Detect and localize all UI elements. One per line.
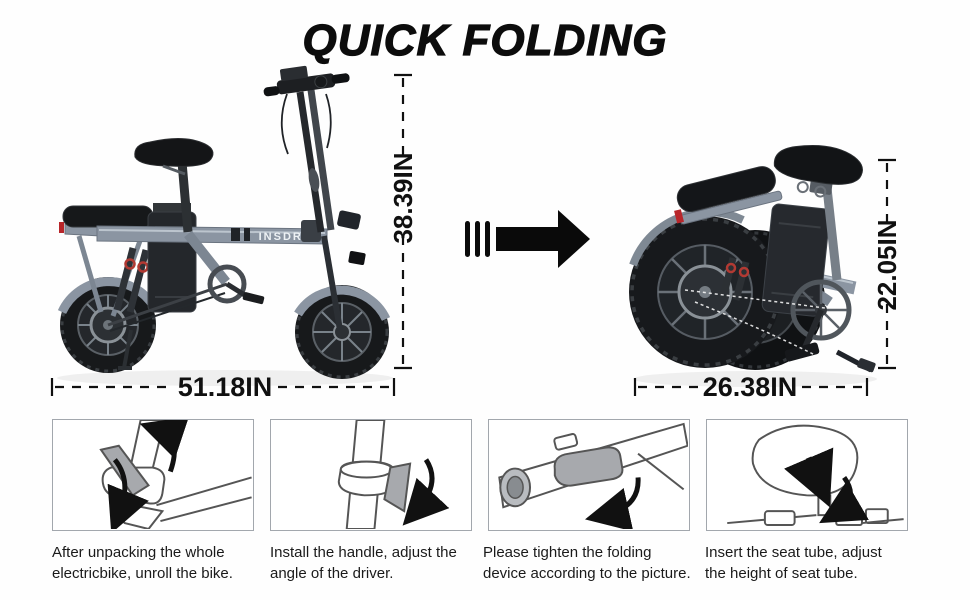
seat-tube bbox=[184, 230, 230, 286]
ground-shadow bbox=[633, 371, 877, 387]
caption-line: After unpacking the whole bbox=[52, 544, 225, 561]
fold-direction-arrow-icon bbox=[465, 210, 590, 268]
step-panel-seat-tube bbox=[706, 419, 908, 531]
rear-fender bbox=[57, 277, 158, 315]
caption-line: Insert the seat tube, adjust bbox=[705, 544, 882, 561]
kickstand bbox=[118, 329, 133, 370]
front-wheel bbox=[295, 285, 389, 379]
folded-stand bbox=[835, 349, 876, 373]
front-fork bbox=[321, 210, 366, 331]
rear-suspension bbox=[113, 247, 150, 313]
unroll-bike-illustration bbox=[99, 420, 252, 529]
saddle-folded bbox=[773, 145, 863, 198]
page-title: QUICK FOLDING bbox=[302, 15, 668, 65]
folded-bike-illustration bbox=[629, 145, 877, 387]
ground-shadow bbox=[57, 370, 393, 386]
caption-line: Please tighten the folding bbox=[483, 544, 652, 561]
saddle bbox=[134, 138, 214, 233]
drivetrain bbox=[107, 264, 265, 332]
caption-line: angle of the driver. bbox=[270, 565, 394, 582]
caption-line: the height of seat tube. bbox=[705, 565, 858, 582]
unfold-down-arrow-icon bbox=[107, 458, 149, 529]
step-caption-3: Please tighten the folding device accord… bbox=[483, 542, 707, 584]
folding-latch-lever bbox=[553, 446, 624, 487]
insert-arrow-icon bbox=[784, 447, 834, 508]
caption-line: Install the handle, adjust the bbox=[270, 544, 457, 561]
unfolded-bike-illustration: INSDRGN bbox=[57, 65, 393, 386]
main-frame-tube: INSDRGN bbox=[96, 225, 328, 245]
crankset-folded bbox=[784, 279, 852, 362]
latch-close-arrow-icon bbox=[585, 477, 641, 529]
seat-tube-illustration bbox=[727, 424, 904, 527]
step-caption-1: After unpacking the whole electricbike, … bbox=[52, 542, 276, 584]
step-caption-2: Install the handle, adjust the angle of … bbox=[270, 542, 494, 584]
folding-latch bbox=[301, 220, 321, 242]
tighten-arrow-icon bbox=[402, 458, 450, 526]
front-reflector bbox=[348, 251, 366, 265]
step-panel-unroll bbox=[52, 419, 254, 531]
front-fender bbox=[294, 285, 391, 322]
step-caption-4: Insert the seat tube, adjust the height … bbox=[705, 542, 929, 584]
right-grip bbox=[331, 73, 350, 84]
handle-install-illustration bbox=[337, 420, 450, 529]
left-grip bbox=[263, 86, 280, 97]
handlebar-stem bbox=[263, 65, 350, 242]
unfold-up-arrow-icon bbox=[139, 420, 190, 473]
seat-post-folded bbox=[822, 187, 842, 281]
suspension-folded bbox=[719, 257, 750, 301]
caption-line: electricbike, unroll the bike. bbox=[52, 565, 233, 582]
caption-line: device according to the picture. bbox=[483, 565, 691, 582]
step-panel-handle bbox=[270, 419, 472, 531]
saddle-outline bbox=[751, 424, 859, 497]
rack-cushion-folded bbox=[674, 166, 783, 225]
hinge-core bbox=[506, 475, 524, 500]
headlight bbox=[314, 75, 328, 89]
display-console bbox=[279, 65, 308, 82]
step-panel-folding-device bbox=[488, 419, 690, 531]
adjust-arrow-icon bbox=[819, 476, 869, 524]
folding-device-illustration bbox=[498, 422, 688, 529]
